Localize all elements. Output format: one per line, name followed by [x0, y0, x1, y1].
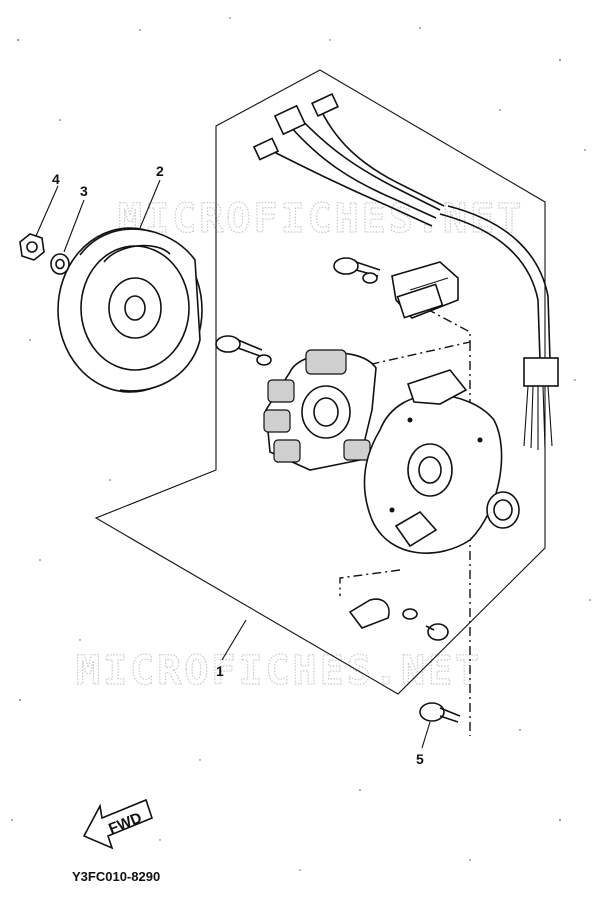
oil-seal-icon: [486, 491, 520, 529]
stator-coil: [263, 349, 377, 471]
leader-line-5: [421, 721, 431, 749]
leader-line-4: [35, 185, 59, 237]
forward-arrow-icon: FWD: [82, 798, 153, 850]
assembly-boundary: [94, 69, 546, 695]
drawing-code: Y3FC010-8290: [72, 869, 160, 884]
alignment-line: [371, 299, 471, 365]
connector-plug-icon: [252, 137, 280, 161]
connector-plug-icon: [311, 92, 339, 118]
scan-noise: [11, 17, 591, 871]
leader-line-1: [221, 619, 247, 661]
washer-icon: [50, 253, 70, 275]
wire-clamp-icon: [348, 598, 449, 641]
screw-5-icon: [419, 702, 461, 723]
flywheel-rotor: [57, 227, 203, 393]
callout-5: 5: [416, 751, 424, 767]
leader-line-2: [139, 179, 161, 229]
wire-harness: [252, 92, 559, 450]
leader-line-3: [63, 199, 85, 253]
screw-stator-icon: [215, 335, 272, 366]
screw-upper-icon: [333, 257, 381, 284]
callout-1: 1: [216, 663, 224, 679]
callout-4: 4: [52, 171, 60, 187]
alignment-line: [339, 569, 401, 596]
stator-base-plate: [363, 369, 503, 554]
callout-3: 3: [80, 183, 88, 199]
pickup-coil: [391, 261, 459, 319]
watermark-bottom: MICROFICHES.NET: [76, 648, 482, 694]
connector-plug-icon: [273, 104, 307, 136]
watermark-top: MICROFICHES.NET: [118, 196, 524, 242]
grommet-icon: [523, 357, 559, 387]
callout-2: 2: [156, 163, 164, 179]
nut-icon: [19, 233, 45, 261]
